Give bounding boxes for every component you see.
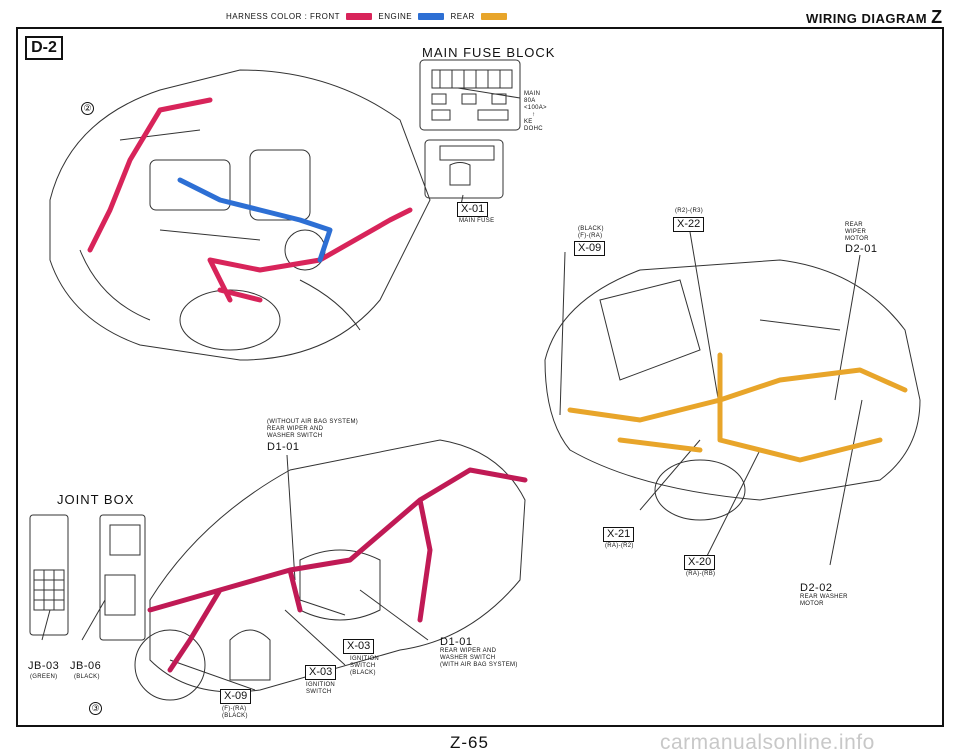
joint-box-left — [29, 514, 69, 636]
note-line: (BLACK) — [222, 713, 248, 719]
jb-03-code: JB-03 — [28, 660, 60, 672]
x21-sub: (RA)-(R2) — [605, 543, 634, 549]
without-airbag-label: (WITHOUT AIR BAG SYSTEM) REAR WIPER AND … — [267, 419, 358, 440]
note-line: REAR WIPER AND — [440, 648, 497, 654]
note-line: MOTOR — [845, 236, 869, 242]
rear-harness — [567, 352, 908, 463]
note-line: MOTOR — [800, 601, 824, 607]
rear-swatch — [480, 13, 507, 21]
connector-x03: X-03 — [305, 665, 337, 680]
fuse-note: DOHC — [524, 126, 543, 132]
jb-06-color: (BLACK) — [74, 674, 100, 680]
note-line: SWITCH — [350, 663, 376, 669]
main-fuse-block — [419, 59, 521, 131]
connector-x21: X-21 — [603, 527, 635, 542]
legend-engine: ENGINE — [378, 12, 413, 21]
note-line: REAR WIPER AND — [267, 426, 324, 432]
title-text: WIRING DIAGRAM — [806, 11, 928, 26]
d2-02-code: D2-02 — [800, 582, 833, 594]
note-line: WASHER SWITCH — [267, 433, 323, 439]
engine-swatch — [417, 13, 444, 21]
detail-circle — [134, 629, 206, 701]
jb-03-color: (GREEN) — [30, 674, 58, 680]
note-line: (WITH AIR BAG SYSTEM) — [440, 662, 518, 668]
fuse-note: <100A> — [524, 105, 547, 111]
main-fuse-notes: MAIN 80A <100A> ↑ KE DOHC — [524, 91, 547, 133]
watermark: carmanualsonline.info — [660, 731, 875, 754]
x09-front-label: (F)-(RA) (BLACK) — [222, 706, 248, 720]
page-code-box: D-2 — [25, 36, 63, 60]
connector-x01: X-01 — [457, 202, 489, 217]
connector-x20: X-20 — [684, 555, 716, 570]
connector-x22: X-22 — [673, 217, 705, 232]
page-number: Z-65 — [450, 733, 489, 752]
fuse-note: ↑ — [532, 112, 536, 118]
front-car-outline — [49, 69, 431, 361]
fuse-block-lower — [424, 139, 504, 199]
note-line: REAR — [845, 222, 863, 228]
legend-prefix: HARNESS COLOR : FRONT — [226, 12, 340, 21]
callout-2: ② — [81, 102, 94, 115]
note-line: IGNITION — [350, 656, 380, 662]
with-airbag-label: REAR WIPER AND WASHER SWITCH (WITH AIR B… — [440, 648, 518, 669]
x03-black-label: IGNITION SWITCH (BLACK) — [350, 656, 379, 677]
d1-01-top-code: D1-01 — [267, 441, 300, 453]
diagram-frame — [16, 27, 944, 727]
connector-x09-front: X-09 — [220, 689, 252, 704]
dash-harness — [147, 467, 528, 673]
fuse-note: 80A — [524, 98, 536, 104]
note-line: (BLACK) — [578, 226, 604, 232]
title-letter: Z — [931, 7, 943, 27]
note-line: WIPER — [845, 229, 867, 235]
note-line: REAR WASHER — [800, 594, 848, 600]
harness-color-legend: HARNESS COLOR : FRONT ENGINE REAR — [226, 12, 511, 21]
note-line: SWITCH — [306, 689, 332, 695]
note-line: WASHER SWITCH — [440, 655, 496, 661]
joint-box-right — [99, 514, 146, 641]
d1-01-code: D1-01 — [440, 636, 473, 648]
note-line: IGNITION — [306, 682, 336, 688]
note-line: (WITHOUT AIR BAG SYSTEM) — [267, 419, 359, 425]
rear-wiper-label: REAR WIPER MOTOR — [845, 222, 869, 243]
connector-x09-rear: X-09 — [574, 241, 606, 256]
note-line: (BLACK) — [350, 670, 376, 676]
front-swatch — [345, 13, 372, 21]
joint-box-title: JOINT BOX — [57, 492, 135, 507]
note-line: (F)-(RA) — [578, 233, 603, 239]
x22-sub: (R2)-(R3) — [675, 208, 704, 214]
jb-06-code: JB-06 — [70, 660, 102, 672]
x09-rear-notes: (BLACK) (F)-(RA) — [578, 226, 604, 240]
note-line: (F)-(RA) — [222, 706, 247, 712]
x01-label: MAIN FUSE — [459, 218, 495, 224]
d2-02-label: REAR WASHER MOTOR — [800, 594, 848, 608]
x03-label: IGNITION SWITCH — [306, 682, 335, 696]
d2-01-code: D2-01 — [845, 243, 878, 255]
fuse-note: MAIN — [524, 91, 541, 97]
rear-car-outline — [544, 259, 921, 501]
connector-x03-black: X-03 — [343, 639, 375, 654]
callout-3: ③ — [89, 702, 102, 715]
main-fuse-block-title: MAIN FUSE BLOCK — [422, 45, 556, 60]
x20-sub: (RA)-(RB) — [686, 571, 716, 577]
legend-rear: REAR — [450, 12, 475, 21]
engine-harness — [177, 177, 333, 263]
fuse-note: KE — [524, 119, 533, 125]
